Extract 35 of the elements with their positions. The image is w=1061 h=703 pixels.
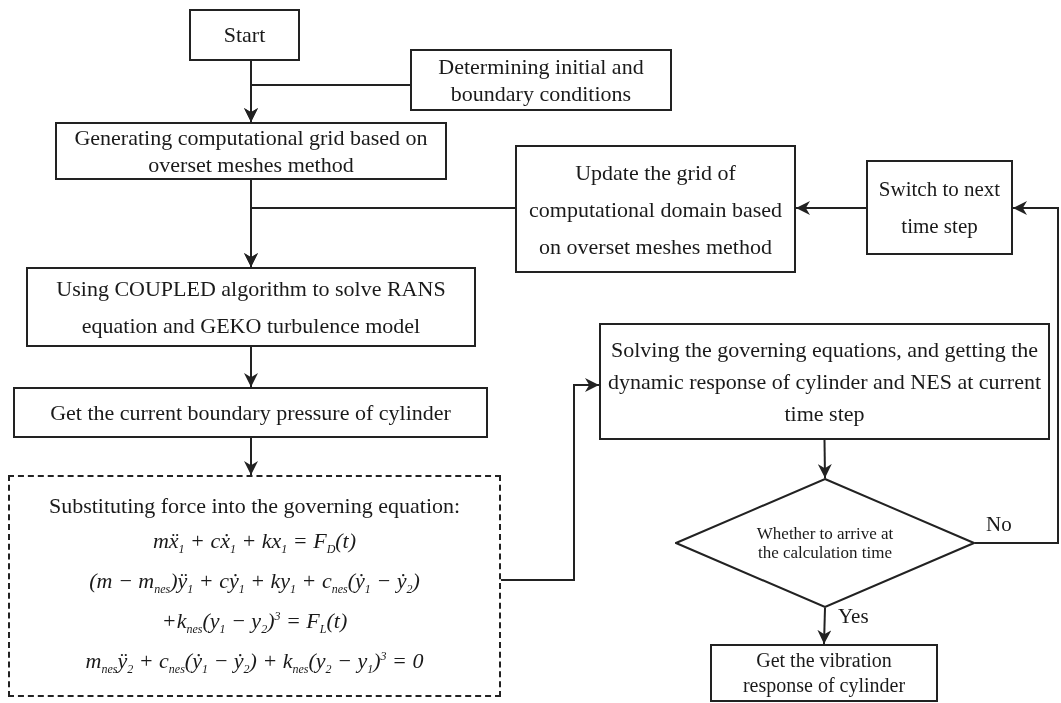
arrow bbox=[974, 201, 1059, 544]
process-box bbox=[13, 387, 488, 438]
box-text: Get the current boundary pressure of cylinder bbox=[50, 399, 451, 426]
decision-diamond bbox=[675, 478, 975, 608]
equation-box bbox=[8, 475, 501, 697]
equation: (m − m$_{nes}$)ÿ$_{1}$ + cẏ$_{1}$ + ky$_{1}$ + c$_{nes}$(ẏ$_{1}$ − ẏ$_{2}$) bbox=[89, 567, 420, 599]
arrow bbox=[795, 201, 867, 215]
box-text: Whether to arrive at the calculation time bbox=[755, 524, 895, 562]
arrow bbox=[244, 84, 411, 123]
arrow bbox=[500, 378, 600, 581]
arrow bbox=[244, 207, 516, 268]
process-box bbox=[866, 160, 1013, 255]
process-box bbox=[599, 323, 1050, 440]
box-text: Solving the governing equations, and getting the dynamic response of cylinder and NES at current time step bbox=[607, 335, 1042, 428]
box-heading: Substituting force into the governing equation: bbox=[48, 492, 461, 520]
box-text: Get the vibration response of cylinder bbox=[741, 648, 907, 698]
equation: m$_{nes}$ÿ$_{2}$ + c$_{nes}$(ẏ$_{1}$ − ẏ$_{2}$) + k$_{nes}$(y$_{2}$ − y$_{1}$)$^{3}$ = 0 bbox=[85, 647, 424, 679]
box-text: Start bbox=[223, 22, 266, 48]
box-text: Generating computational grid based on overset meshes method bbox=[73, 124, 429, 178]
process-box bbox=[189, 9, 300, 61]
box-text: Determining initial and boundary conditions bbox=[437, 53, 645, 107]
process-box bbox=[515, 145, 796, 273]
process-box bbox=[710, 644, 938, 702]
box-text: Update the grid of computational domain based on overset meshes method bbox=[528, 158, 783, 261]
equation: mẍ$_{1}$ + cẋ$_{1}$ + kx$_{1}$ = F$_{D}$(t) bbox=[152, 527, 357, 559]
box-text: Using COUPLED algorithm to solve RANS equation and GEKO turbulence model bbox=[55, 275, 447, 340]
arrow bbox=[244, 437, 258, 476]
arrow bbox=[817, 607, 832, 645]
process-box bbox=[55, 122, 447, 180]
arrow bbox=[244, 346, 258, 388]
arrow bbox=[817, 439, 832, 479]
process-box bbox=[26, 267, 476, 347]
equation: +k$_{nes}$(y$_{1}$ − y$_{2}$)$^{3}$ = F$_{L}$(t) bbox=[161, 607, 348, 639]
process-box bbox=[410, 49, 672, 111]
box-text: Switch to next time step bbox=[877, 175, 1002, 240]
